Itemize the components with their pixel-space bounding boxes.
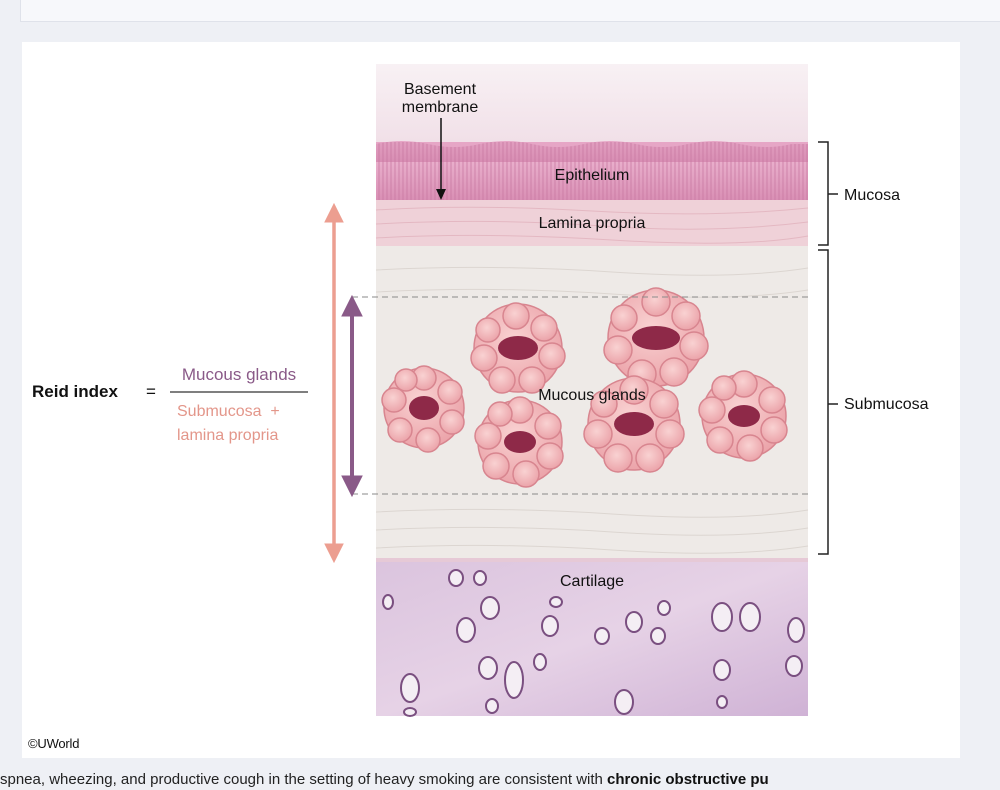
lumen-region (376, 64, 808, 142)
chondrocytes (382, 569, 805, 717)
submucosa-label: Submucosa (844, 396, 929, 413)
gland-cluster (470, 302, 566, 394)
mucosa-bracket (818, 141, 838, 246)
mucous-glands-label: Mucous glands (538, 387, 646, 404)
basement-membrane-label: membrane (402, 99, 479, 116)
mucous-gland-arrow (341, 294, 363, 498)
submucosa-lamina-arrow (324, 202, 344, 564)
lamina-propria-label: Lamina propria (539, 215, 646, 232)
gland-cluster (698, 370, 788, 462)
explanation-text-plain: spnea, wheezing, and productive cough in… (0, 771, 608, 788)
mucous-gland-clusters (381, 287, 788, 488)
submucosa-bracket (818, 249, 838, 555)
basement-membrane-pointer (436, 118, 446, 200)
top-panel-edge (20, 0, 1000, 22)
explanation-text-bold: chronic obstructive pu (607, 771, 769, 788)
denominator-label: lamina propria (177, 427, 278, 444)
basement-membrane-label: Basement (404, 81, 477, 98)
gland-cluster (381, 365, 465, 453)
epithelium-layer (376, 142, 808, 200)
reid-index-label: Reid index (32, 382, 119, 401)
equals-sign: = (146, 382, 156, 401)
cartilage-label: Cartilage (560, 573, 624, 590)
cartilage-layer (376, 562, 808, 716)
gland-cluster (474, 396, 564, 488)
figure-card: Basement membrane Epithelium Lamina prop… (22, 42, 960, 758)
epithelium-label: Epithelium (555, 167, 630, 184)
gland-cluster (583, 375, 685, 473)
denominator-label: Submucosa + (177, 403, 280, 420)
explanation-text: spnea, wheezing, and productive cough in… (0, 770, 1000, 790)
numerator-label: Mucous glands (182, 365, 296, 384)
airway-wall-diagram: Basement membrane Epithelium Lamina prop… (32, 64, 929, 717)
mucosa-label: Mucosa (844, 187, 900, 204)
copyright-credit: ©UWorld (28, 736, 80, 751)
